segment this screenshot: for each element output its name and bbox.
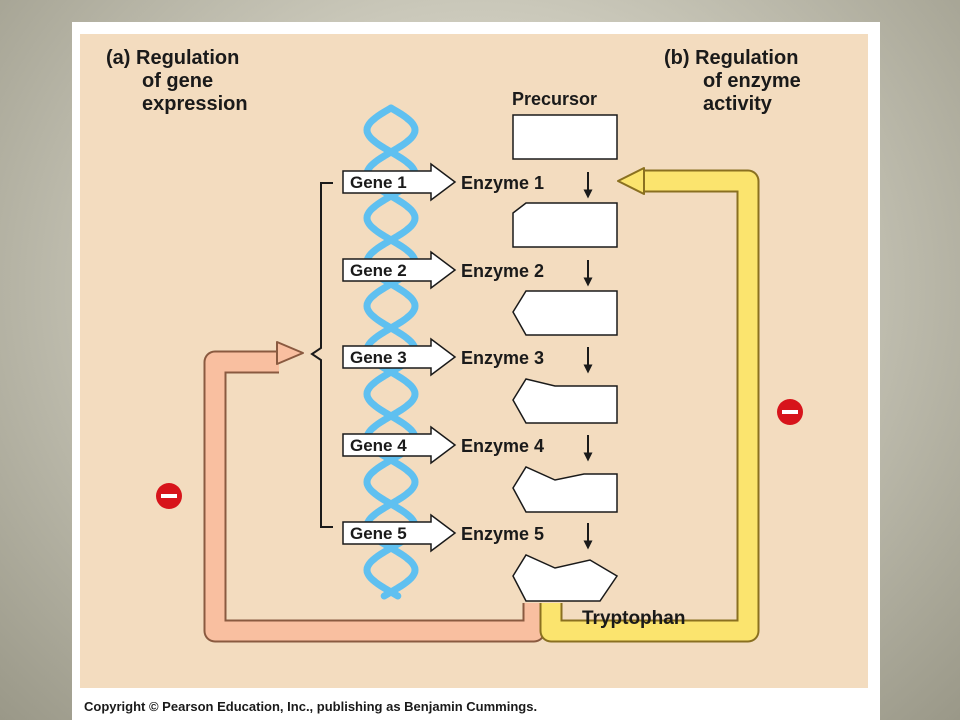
gene-5-arrow	[342, 513, 457, 553]
enzyme-4-label: Enzyme 4	[461, 436, 544, 456]
gene-expression-feedback-arrow	[203, 341, 546, 643]
intermediate-2	[512, 290, 618, 336]
gene-4-arrow	[342, 425, 457, 465]
tryptophan-label: Tryptophan	[582, 608, 685, 629]
panel-a-title-line2: of gene	[142, 70, 213, 92]
gene-3-label: Gene 3	[350, 348, 407, 367]
pathway-step-5: Gene 5 Enzyme 5	[342, 513, 619, 602]
gene-cluster-bracket	[310, 182, 333, 528]
panel-b-title-line2: of enzyme	[703, 70, 801, 92]
gene-2-label: Gene 2	[350, 261, 407, 280]
gene-1-label: Gene 1	[350, 173, 407, 192]
pathway-step-2: Gene 2 Enzyme 2	[342, 250, 618, 336]
tryptophan-molecule	[512, 554, 619, 602]
gene-5-label: Gene 5	[350, 524, 407, 543]
pathway-step-1: Gene 1 Enzyme 1	[342, 162, 618, 248]
precursor-molecule	[512, 114, 618, 160]
copyright-notice: Copyright © Pearson Education, Inc., pub…	[84, 699, 537, 714]
gene-2-arrow	[342, 250, 457, 290]
enzyme-1-label: Enzyme 1	[461, 173, 544, 193]
enzyme-activity-feedback-arrow	[539, 167, 760, 643]
intermediate-1	[512, 202, 618, 248]
intermediate-4	[512, 466, 618, 513]
panel-a-title-line3: expression	[142, 93, 248, 115]
gene-4-label: Gene 4	[350, 436, 407, 455]
panel-b-title-line1: (b) Regulation	[664, 47, 798, 69]
panel-a-title-line1: (a) Regulation	[106, 47, 239, 69]
intermediate-3	[512, 378, 618, 424]
precursor-label: Precursor	[512, 89, 597, 109]
pathway-step-4: Gene 4 Enzyme 4	[342, 425, 618, 513]
enzyme-5-label: Enzyme 5	[461, 524, 544, 544]
pathway-step-3: Gene 3 Enzyme 3	[342, 337, 618, 424]
gene-1-arrow	[342, 162, 457, 202]
panel-b-title-line3: activity	[703, 93, 773, 115]
enzyme-2-label: Enzyme 2	[461, 261, 544, 281]
gene-inhibition-sign	[156, 483, 182, 509]
enzyme-inhibition-sign	[777, 399, 803, 425]
gene-3-arrow	[342, 337, 457, 377]
enzyme-3-label: Enzyme 3	[461, 348, 544, 368]
